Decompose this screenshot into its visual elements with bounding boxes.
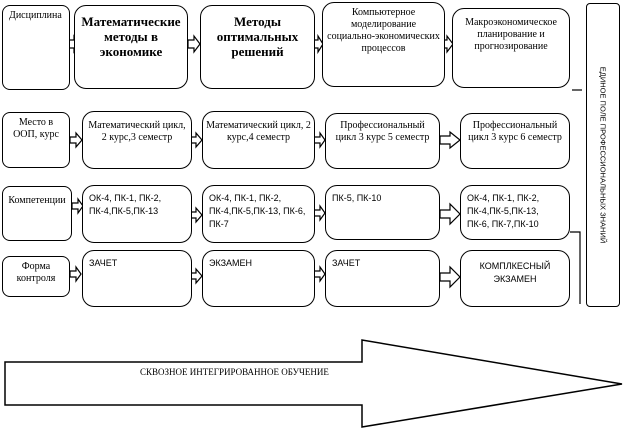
discipline-cell: Методы оптимальных решений — [200, 5, 315, 89]
row-label-competencies: Компетенции — [2, 186, 72, 241]
control-cell: ЗАЧЕТ — [82, 250, 192, 307]
flow-label: СКВОЗНОЕ ИНТЕГРИРОВАННОЕ ОБУЧЕНИЕ — [140, 367, 329, 377]
control-cell: КОМПЛКЕСНЫЙ ЭКЗАМЕН — [460, 250, 570, 307]
arrow-r4-4 — [439, 265, 461, 289]
place-cell: Профессиональный цикл 3 курс 6 семестр — [460, 113, 570, 169]
discipline-cell: Компьютерное моделирование социально-эко… — [322, 2, 445, 87]
competencies-cell: ПК-5, ПК-10 — [325, 185, 440, 240]
arrow-r3-4 — [439, 202, 461, 226]
arrow-r3-1 — [71, 197, 84, 215]
place-cell: Математический цикл, 2 курс,3 семестр — [82, 111, 192, 169]
arrow-r3-3 — [313, 204, 326, 222]
arrow-r2-1 — [69, 131, 83, 149]
side-label-box: ЕДИНОЕ ПОЛЕ ПРОФЕССИОНАЛЬНЫХ ЗНАНИЙ — [586, 3, 620, 307]
arrow-r4-1 — [69, 265, 82, 283]
place-cell: Математический цикл, 2 курс,4 семестр — [202, 111, 315, 169]
flow-arrow — [4, 339, 623, 428]
place-cell: Профессиональный цикл 3 курс 5 семестр — [325, 113, 440, 169]
arrow-r2-4 — [439, 130, 461, 150]
row-label-place: Место в ООП, курс — [2, 112, 70, 168]
competencies-cell: ОК-4, ПК-1, ПК-2, ПК-4,ПК-5,ПК-13, ПК-6,… — [202, 185, 315, 243]
arrow-r4-3 — [313, 265, 326, 283]
competencies-cell: ОК-4, ПК-1, ПК-2, ПК-4,ПК-5,ПК-13 — [82, 185, 192, 243]
control-cell: ЭКЗАМЕН — [202, 250, 315, 307]
row-label-control-form: Форма контроля — [2, 256, 70, 297]
discipline-cell: Математические методы в экономике — [74, 5, 188, 89]
row-label-discipline: Дисциплина — [2, 5, 70, 90]
arrow-r1-2 — [187, 34, 201, 54]
arrow-r2-3 — [313, 131, 326, 149]
control-cell: ЗАЧЕТ — [325, 250, 440, 307]
discipline-cell: Макроэкономическое планирование и прогно… — [452, 8, 570, 88]
competencies-cell: ОК-4, ПК-1, ПК-2, ПК-4,ПК-5,ПК-13, ПК-6,… — [460, 185, 570, 240]
side-label: ЕДИНОЕ ПОЛЕ ПРОФЕССИОНАЛЬНЫХ ЗНАНИЙ — [598, 66, 608, 244]
